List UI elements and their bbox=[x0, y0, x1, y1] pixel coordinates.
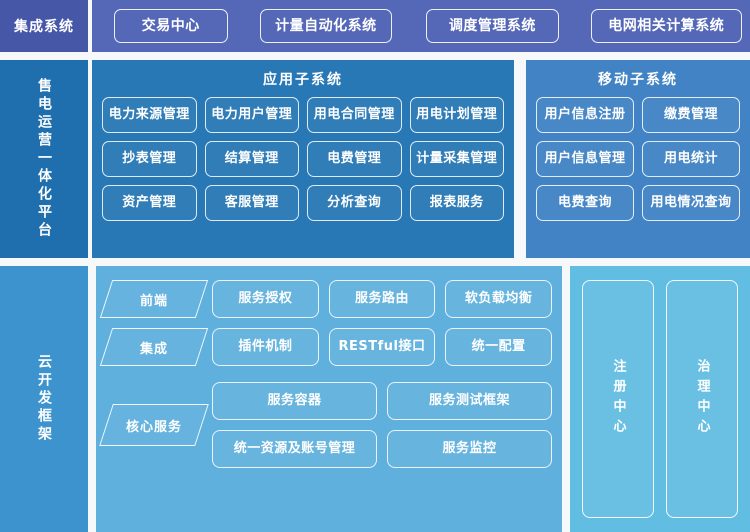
node-customer-service-management[interactable]: 客服管理 bbox=[204, 185, 299, 221]
table-row: 统一资源及账号管理 服务监控 bbox=[212, 430, 552, 468]
node-power-contract-management[interactable]: 用电合同管理 bbox=[307, 97, 402, 133]
node-power-source-management[interactable]: 电力来源管理 bbox=[102, 97, 197, 133]
node-service-authorization[interactable]: 服务授权 bbox=[212, 280, 319, 318]
cloud-framework-panel: 前端 服务授权 服务路由 软负载均衡 集成 插件机制 RESTful接口 统一配… bbox=[96, 266, 562, 532]
node-restful-interface[interactable]: RESTful接口 bbox=[328, 328, 436, 366]
application-subsystem-panel: 应用子系统 电力来源管理 电力用户管理 用电合同管理 用电计划管理 抄表管理 结… bbox=[92, 60, 514, 258]
tag-frontend-label: 前端 bbox=[139, 293, 168, 309]
table-row: 服务容器 服务测试框架 bbox=[212, 382, 552, 420]
tag-frontend: 前端 bbox=[99, 280, 209, 318]
node-service-container[interactable]: 服务容器 bbox=[212, 382, 377, 420]
node-governance-center-label: 治理中心 bbox=[694, 359, 710, 439]
node-electricity-fee-management[interactable]: 电费管理 bbox=[307, 141, 402, 177]
band-label-sales-operation-platform-text: 售电运营一体化平台 bbox=[36, 78, 52, 240]
node-unified-resource-account-management[interactable]: 统一资源及账号管理 bbox=[212, 430, 377, 468]
cloud-group-core-services: 核心服务 服务容器 服务测试框架 统一资源及账号管理 服务监控 bbox=[99, 382, 552, 468]
table-row: 抄表管理 结算管理 电费管理 计量采集管理 bbox=[102, 141, 504, 177]
mobile-subsystem-panel: 移动子系统 用户信息注册 缴费管理 用户信息管理 用电统计 电费查询 用电情况查… bbox=[526, 60, 750, 258]
node-service-routing[interactable]: 服务路由 bbox=[328, 280, 436, 318]
table-row: 电费查询 用电情况查询 bbox=[536, 185, 740, 221]
node-soft-load-balancing[interactable]: 软负载均衡 bbox=[445, 280, 553, 318]
platform-band: 售电运营一体化平台 应用子系统 电力来源管理 电力用户管理 用电合同管理 用电计… bbox=[0, 60, 750, 258]
cloud-group-frontend: 前端 服务授权 服务路由 软负载均衡 bbox=[99, 280, 553, 318]
mobile-subsystem-grid: 用户信息注册 缴费管理 用户信息管理 用电统计 电费查询 用电情况查询 bbox=[526, 89, 750, 221]
node-payment-management[interactable]: 缴费管理 bbox=[642, 97, 740, 133]
tag-core-services-label: 核心服务 bbox=[125, 419, 182, 435]
integration-systems-band: 集成系统 交易中心 计量自动化系统 调度管理系统 电网相关计算系统 bbox=[0, 0, 750, 52]
application-subsystem-title: 应用子系统 bbox=[263, 72, 343, 88]
application-subsystem-grid: 电力来源管理 电力用户管理 用电合同管理 用电计划管理 抄表管理 结算管理 电费… bbox=[92, 89, 514, 221]
tag-core-services: 核心服务 bbox=[99, 404, 209, 446]
node-user-info-management[interactable]: 用户信息管理 bbox=[536, 141, 634, 177]
node-service-test-framework[interactable]: 服务测试框架 bbox=[387, 382, 552, 420]
node-meter-reading-management[interactable]: 抄表管理 bbox=[102, 141, 197, 177]
band-label-integration-systems: 集成系统 bbox=[0, 0, 88, 52]
node-electricity-statistics[interactable]: 用电统计 bbox=[642, 141, 740, 177]
cloud-framework-band: 云开发框架 前端 服务授权 服务路由 软负载均衡 集成 插件机制 R bbox=[0, 266, 750, 532]
node-power-plan-management[interactable]: 用电计划管理 bbox=[409, 97, 504, 133]
table-row: 电力来源管理 电力用户管理 用电合同管理 用电计划管理 bbox=[102, 97, 504, 133]
node-report-service[interactable]: 报表服务 bbox=[409, 185, 504, 221]
band-label-cloud-dev-framework-text: 云开发框架 bbox=[36, 354, 52, 444]
table-row: 用户信息注册 缴费管理 bbox=[536, 97, 740, 133]
node-electricity-usage-query[interactable]: 用电情况查询 bbox=[642, 185, 740, 221]
node-trading-center[interactable]: 交易中心 bbox=[114, 9, 228, 43]
table-row: 用户信息管理 用电统计 bbox=[536, 141, 740, 177]
node-asset-management[interactable]: 资产管理 bbox=[102, 185, 197, 221]
core-services-grid: 服务容器 服务测试框架 统一资源及账号管理 服务监控 bbox=[212, 382, 552, 468]
node-unified-configuration[interactable]: 统一配置 bbox=[445, 328, 553, 366]
node-plugin-mechanism[interactable]: 插件机制 bbox=[212, 328, 319, 366]
cloud-centers-panel: 注册中心 治理中心 bbox=[570, 266, 750, 532]
mobile-subsystem-title: 移动子系统 bbox=[598, 72, 678, 88]
tag-integration-label: 集成 bbox=[139, 341, 168, 357]
node-analysis-query[interactable]: 分析查询 bbox=[307, 185, 402, 221]
node-dispatch-management-system[interactable]: 调度管理系统 bbox=[426, 9, 559, 43]
node-metering-automation-system[interactable]: 计量自动化系统 bbox=[259, 9, 393, 43]
cloud-group-integration: 集成 插件机制 RESTful接口 统一配置 bbox=[99, 328, 553, 366]
integration-systems-nodes: 交易中心 计量自动化系统 调度管理系统 电网相关计算系统 bbox=[92, 0, 750, 52]
node-service-monitoring[interactable]: 服务监控 bbox=[387, 430, 552, 468]
node-registry-center[interactable]: 注册中心 bbox=[582, 280, 654, 518]
node-metering-collection-management[interactable]: 计量采集管理 bbox=[409, 141, 504, 177]
tag-integration: 集成 bbox=[99, 328, 209, 366]
node-settlement-management[interactable]: 结算管理 bbox=[204, 141, 299, 177]
node-grid-calculation-system[interactable]: 电网相关计算系统 bbox=[590, 9, 742, 43]
node-governance-center[interactable]: 治理中心 bbox=[666, 280, 738, 518]
node-power-user-management[interactable]: 电力用户管理 bbox=[204, 97, 299, 133]
band-label-cloud-dev-framework: 云开发框架 bbox=[0, 266, 88, 532]
node-registry-center-label: 注册中心 bbox=[610, 359, 626, 439]
node-user-info-registration[interactable]: 用户信息注册 bbox=[536, 97, 634, 133]
node-electricity-fee-query[interactable]: 电费查询 bbox=[536, 185, 634, 221]
band-label-sales-operation-platform: 售电运营一体化平台 bbox=[0, 60, 88, 258]
table-row: 资产管理 客服管理 分析查询 报表服务 bbox=[102, 185, 504, 221]
